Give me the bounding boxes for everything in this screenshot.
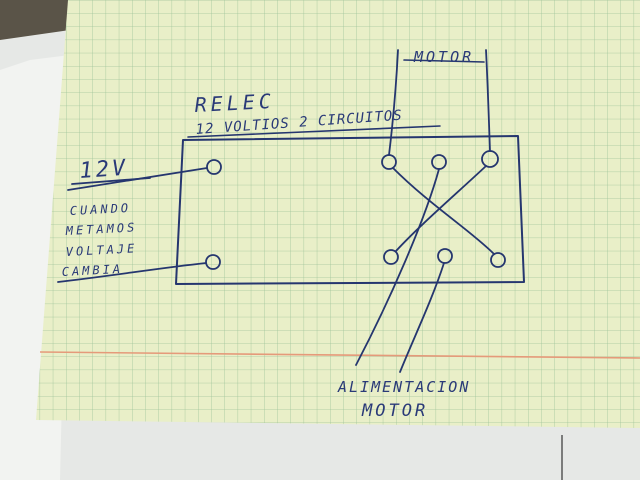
relay-box: [175, 135, 525, 285]
supply-label-line1: ALIMENTACION: [337, 378, 470, 396]
relay-title: RELEC: [194, 89, 275, 117]
paper-margin-line: [39, 351, 640, 359]
coil-terminal-top: [206, 159, 222, 175]
motor-lead-right: [485, 49, 491, 152]
supply-lead-2: [399, 262, 445, 373]
supply-lead-1: [355, 168, 440, 366]
contact-terminal-5: [437, 248, 453, 264]
note-line-3: VOLTAJE: [65, 241, 137, 259]
contact-terminal-6: [490, 252, 506, 268]
supply-label-line2: MOTOR: [361, 401, 428, 421]
cross-wire-a: [392, 167, 495, 255]
motor-label-bar: [403, 59, 485, 63]
note-line-2: METAMOS: [64, 220, 137, 238]
note-line-1: CUANDO: [69, 201, 131, 218]
subtitle-underline: [187, 125, 441, 138]
input-voltage-label: 12V: [79, 156, 129, 184]
input-wire-bottom: [57, 262, 207, 283]
contact-terminal-4: [383, 249, 399, 265]
input-label-underline: [71, 177, 151, 185]
coil-terminal-bottom: [205, 254, 221, 270]
cross-wire-b: [395, 165, 487, 252]
note-line-4: CAMBIA: [61, 262, 123, 279]
motor-top-label: MOTOR: [413, 48, 474, 66]
motor-lead-left: [388, 49, 399, 156]
